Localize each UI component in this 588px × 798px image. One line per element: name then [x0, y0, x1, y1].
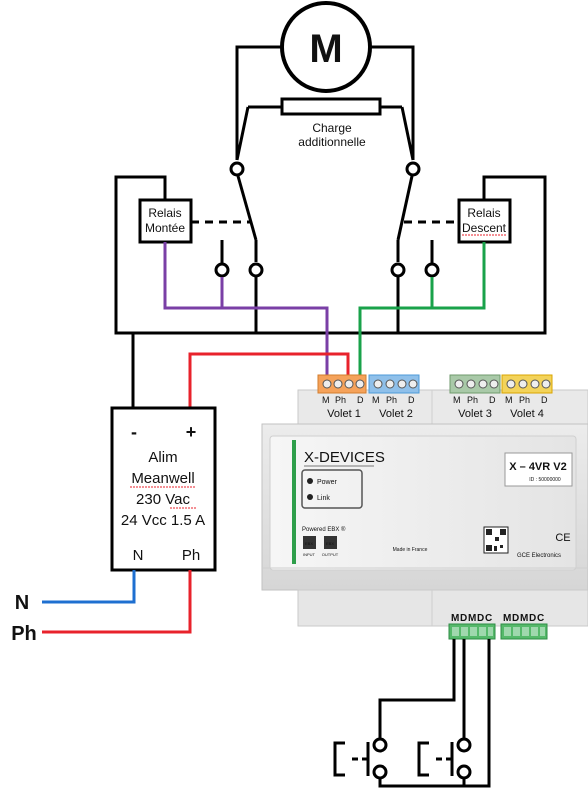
ebx-btn2: EBX	[326, 541, 334, 546]
relay-contact-down	[390, 161, 440, 333]
relay-contact-up	[214, 161, 264, 333]
x4vr-module: X-DEVICES Power Link Powered EBX ® EBX E…	[261, 389, 588, 627]
volet4-name: Volet 4	[510, 408, 544, 420]
psu-line2: Meanwell	[131, 470, 194, 487]
mains-n-wire	[42, 570, 136, 604]
load-label-line1: Charge	[312, 121, 352, 135]
volet4-d: D	[541, 395, 548, 405]
link-led	[307, 494, 313, 500]
common-loop	[114, 175, 547, 335]
volet4-m: M	[505, 395, 513, 405]
mains-n-label: N	[15, 592, 29, 614]
mains-ph-wire	[42, 570, 192, 634]
module-brand: X-DEVICES	[304, 449, 385, 466]
maker-label: GCE Electronics	[517, 553, 561, 559]
in2-d2: D	[529, 613, 536, 624]
load-label-line2: additionnelle	[298, 135, 366, 149]
made-in-france: Made in France	[393, 547, 428, 553]
ebx-output-label: OUTPUT	[322, 552, 339, 557]
relay-down-line1: Relais	[467, 206, 500, 220]
volet2-m: M	[372, 395, 380, 405]
ebx-input-label: INPUT	[303, 552, 316, 557]
volet1-m: M	[322, 395, 330, 405]
mains-ph-label: Ph	[11, 623, 37, 645]
volet3-name: Volet 3	[458, 408, 492, 420]
load-resistor	[280, 97, 382, 116]
relay-up: Relais Montée	[138, 198, 193, 244]
input-block-2: M D M D C	[500, 613, 548, 640]
volet1-name: Volet 1	[327, 408, 361, 420]
wire-up-purple	[163, 242, 329, 378]
volet3-ph: Ph	[467, 395, 478, 405]
psu-line3: 230 Vac	[136, 491, 190, 508]
motor-lead-right	[370, 45, 415, 160]
wire-plus-red	[188, 352, 350, 408]
wire-down-green	[358, 242, 486, 378]
volet3-d: D	[489, 395, 496, 405]
psu-term-ph: Ph	[182, 547, 200, 564]
volet2-name: Volet 2	[379, 408, 413, 420]
relay-down: Relais Descent	[457, 198, 512, 244]
qr-code	[483, 526, 509, 554]
pushbutton-wiring	[378, 639, 491, 788]
additional-load: Charge additionnelle	[235, 97, 415, 161]
volet4-ph: Ph	[519, 395, 530, 405]
volet2-ph: Ph	[386, 395, 397, 405]
volet1-ph: Ph	[335, 395, 346, 405]
ebx-output-port	[324, 536, 337, 549]
relay-up-line1: Relais	[148, 206, 181, 220]
psu-term-n: N	[133, 547, 144, 564]
volet1-d: D	[357, 395, 364, 405]
motor-lead-left	[235, 45, 282, 160]
in2-m: M	[503, 613, 511, 624]
terminal-volet-4: M Ph D Volet 4	[501, 374, 553, 420]
volet3-m: M	[453, 395, 461, 405]
in1-m: M	[451, 613, 459, 624]
powered-ebx: Powered EBX ®	[302, 526, 346, 533]
link-led-label: Link	[317, 495, 330, 502]
psu-minus: -	[131, 422, 137, 442]
in1-d: D	[460, 613, 467, 624]
terminal-volet-1: M Ph D Volet 1	[317, 374, 367, 420]
psu-line4: 24 Vcc 1.5 A	[121, 512, 205, 529]
terminal-volet-3: M Ph D Volet 3	[449, 374, 501, 420]
ebx-input-port	[303, 536, 316, 549]
motor: M	[280, 1, 372, 93]
in2-d: D	[512, 613, 519, 624]
in2-c: C	[537, 613, 544, 624]
model-id: ID : 50000000	[529, 477, 561, 483]
in1-c: C	[485, 613, 492, 624]
pushbutton-down	[417, 737, 472, 780]
volet2-d: D	[408, 395, 415, 405]
motor-symbol: M	[309, 27, 342, 71]
power-supply: - + Alim Meanwell 230 Vac 24 Vcc 1.5 A N…	[110, 406, 217, 572]
in2-m2: M	[520, 613, 528, 624]
ebx-btn1: EBX	[305, 541, 313, 546]
ce-mark: CE	[555, 532, 570, 544]
relay-down-line2: Descent	[462, 221, 507, 235]
relay-up-line2: Montée	[145, 221, 185, 235]
in1-m2: M	[468, 613, 476, 624]
model-name: X – 4VR V2	[509, 461, 566, 473]
terminal-volet-2: M Ph D Volet 2	[368, 374, 420, 420]
psu-plus: +	[186, 422, 197, 442]
power-led-label: Power	[317, 479, 338, 486]
in1-d2: D	[477, 613, 484, 624]
input-block-1: M D M D C	[448, 613, 496, 640]
power-led	[307, 478, 313, 484]
psu-line1: Alim	[148, 449, 177, 466]
pushbutton-up	[333, 737, 388, 780]
